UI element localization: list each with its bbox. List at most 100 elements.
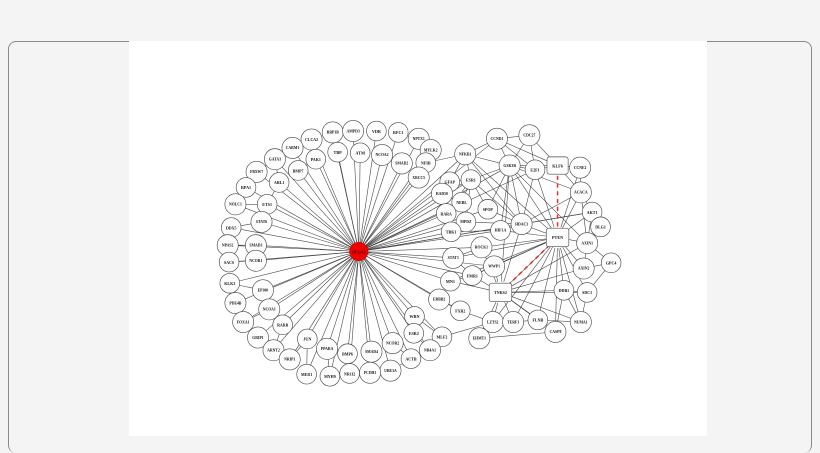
network-node[interactable]: SMAD4 [361, 341, 382, 362]
network-node[interactable]: PDE4B [225, 292, 246, 313]
network-node[interactable]: MN1 [441, 271, 461, 291]
network-node[interactable]: NCOR1 [245, 250, 266, 271]
network-node[interactable]: SACS [219, 252, 239, 272]
network-node[interactable]: SMAD2 [391, 153, 412, 174]
network-node[interactable]: TERF1 [503, 311, 524, 332]
network-node[interactable]: HDAC3 [511, 213, 532, 234]
network-node[interactable]: TNKS2 [489, 283, 512, 301]
network-node[interactable]: E2F1 [525, 160, 545, 180]
network-node[interactable]: XRCC5 [408, 167, 429, 188]
network-node[interactable]: NOLC1 [225, 194, 246, 215]
network-node[interactable]: EHMT1 [469, 328, 490, 349]
network-node[interactable]: GATA3 [264, 149, 285, 170]
network-node[interactable]: UBE3A [380, 360, 401, 381]
network-node[interactable]: DLG1 [591, 217, 611, 237]
node-label: CASP8 [550, 330, 562, 334]
network-node[interactable]: TBP [328, 142, 348, 162]
network-node[interactable]: BMP7 [288, 161, 308, 181]
network-node[interactable]: ABL1 [269, 173, 289, 193]
network-node[interactable]: SPOP [478, 199, 498, 219]
network-node[interactable]: KLF6 [547, 157, 568, 174]
network-node[interactable]: ESR2 [404, 323, 424, 343]
network-node[interactable]: ATM [350, 143, 370, 163]
node-label: RRP1B [327, 131, 340, 135]
node-label: MYLK2 [424, 148, 438, 152]
network-node[interactable]: ACTB [401, 349, 421, 369]
network-node[interactable]: STAT6 [251, 211, 272, 232]
network-node[interactable]: STAT1 [443, 247, 464, 268]
network-node[interactable]: NR1I2 [340, 364, 360, 384]
network-node[interactable]: DDB1 [554, 280, 574, 300]
network-node[interactable]: RAD50 [431, 183, 452, 204]
hub-node[interactable]: NCOA3 [350, 242, 368, 260]
node-label: ERBB2 [433, 298, 445, 302]
network-node[interactable]: MYH9 [320, 366, 340, 386]
network-node[interactable]: PAK1 [306, 149, 326, 169]
network-node[interactable]: CDC27 [519, 125, 540, 146]
network-node[interactable]: GSK3B [499, 155, 520, 176]
network-node[interactable]: PCDH1 [359, 362, 380, 383]
network-node[interactable]: NFKB1 [455, 144, 476, 165]
network-node[interactable]: AXIN1 [577, 233, 598, 254]
network-node[interactable]: KLK3 [220, 273, 240, 293]
network-node[interactable]: CASP8 [545, 321, 566, 342]
network-node[interactable]: EP300 [252, 280, 273, 301]
hub-edge [286, 189, 352, 246]
network-node[interactable]: RARA [436, 204, 456, 224]
node-label: CDC27 [523, 134, 535, 138]
network-node[interactable]: CCNE2 [570, 157, 591, 178]
node-label: AXIN2 [578, 267, 590, 271]
edge [568, 239, 577, 241]
network-node[interactable]: ERBB2 [429, 289, 450, 310]
network-node[interactable]: PPARA [316, 338, 337, 359]
network-node[interactable]: RFC1 [388, 123, 408, 143]
network-node[interactable]: RRP1B [322, 122, 343, 143]
edge [511, 291, 554, 292]
network-node[interactable]: JUN [297, 329, 317, 349]
node-label: WWP1 [488, 265, 500, 269]
network-node[interactable]: FLNB [528, 310, 548, 330]
edge [594, 265, 602, 267]
network-node[interactable]: BMP6 [338, 344, 358, 364]
network-node[interactable]: FMR1 [462, 266, 482, 286]
network-node[interactable]: SDC1 [577, 283, 597, 303]
network-node[interactable]: NR4A1 [419, 340, 440, 361]
network-node[interactable]: FOXA1 [233, 311, 254, 332]
network-node[interactable]: RARB [273, 315, 293, 335]
node-label: VDR [372, 129, 382, 134]
node-label: XRCC5 [412, 176, 425, 180]
node-label: AXIN1 [581, 241, 593, 245]
network-node[interactable]: HIF1A [491, 221, 511, 241]
network-node[interactable]: CCND1 [486, 128, 507, 149]
network-node[interactable]: NCOA2 [371, 144, 392, 165]
network-node[interactable]: ACACA [570, 182, 591, 203]
network-node[interactable]: AMPD3 [343, 120, 364, 141]
network-node[interactable]: NCOR2 [382, 333, 403, 354]
node-label: TBK1 [446, 230, 457, 235]
edge [489, 333, 545, 338]
network-node[interactable]: DDX5 [221, 218, 241, 238]
network-node[interactable]: NRIP1 [279, 349, 300, 370]
node-label: NOLC1 [229, 203, 242, 207]
network-node[interactable]: ROCK1 [471, 237, 492, 258]
network-node[interactable]: MED1 [297, 364, 317, 384]
network-node[interactable]: GPC4 [601, 253, 621, 273]
network-node[interactable]: AXIN2 [573, 258, 594, 279]
network-node[interactable]: PTEN [546, 228, 569, 246]
network-node[interactable]: CLCA2 [301, 129, 322, 150]
node-label: ARNT2 [267, 349, 280, 353]
edge [454, 163, 460, 173]
edge [296, 346, 301, 352]
network-node[interactable]: FXR2 [450, 301, 470, 321]
network-node[interactable]: VDR [367, 121, 387, 141]
node-label: RARA [441, 211, 453, 216]
edge [241, 224, 252, 226]
network-node[interactable]: CARM1 [282, 137, 303, 158]
network-node[interactable]: NUMA1 [570, 311, 591, 332]
node-label: NPTX1 [413, 137, 425, 141]
network-node[interactable]: WWP1 [484, 256, 505, 277]
network-node[interactable]: ESR1 [461, 170, 481, 190]
node-label: JUN [303, 337, 311, 342]
network-node[interactable]: TBK1 [441, 222, 461, 242]
